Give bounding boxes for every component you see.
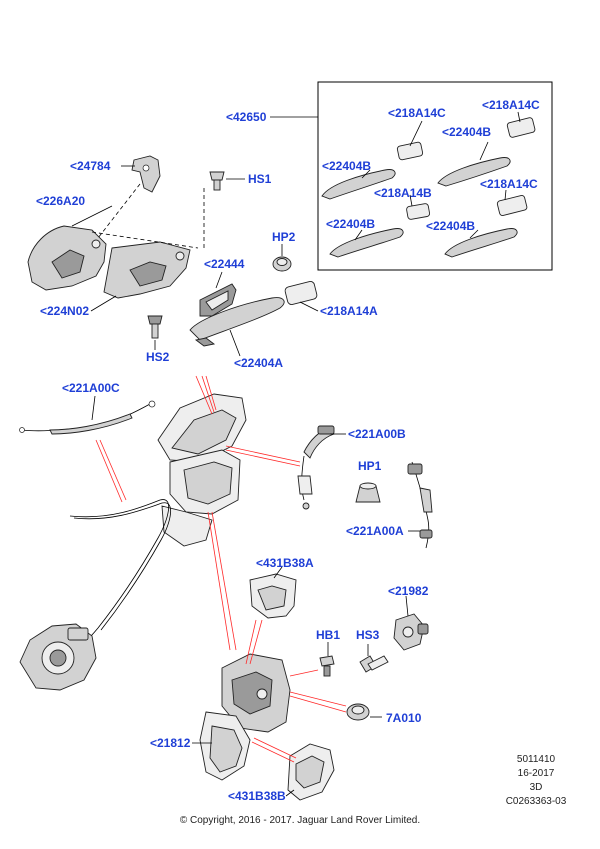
leader-226A20 (71, 205, 113, 227)
screw-HS3 (359, 655, 389, 673)
plug-HP1 (355, 482, 381, 503)
cable-221A00B (297, 425, 335, 510)
kit-leader-line (409, 120, 423, 147)
long-cable (73, 502, 171, 631)
label-HS2[interactable]: HS2 (146, 350, 170, 364)
leader-431B38A (273, 566, 283, 579)
screw-HS2 (147, 315, 163, 339)
kit-leader-line (517, 111, 521, 123)
label-221A00A[interactable]: <221A00A (346, 524, 404, 538)
label-431B38A[interactable]: <431B38A (256, 556, 314, 570)
leader-431B38B (285, 789, 295, 797)
kit-box (317, 81, 553, 271)
plug-HP2 (272, 256, 292, 272)
label-218A14C-a[interactable]: <218A14C (388, 106, 446, 120)
door-handle-housing (157, 393, 247, 547)
cable-221A00C (19, 400, 156, 435)
label-431B38B[interactable]: <431B38B (228, 789, 286, 803)
copyright-notice: © Copyright, 2016 - 2017. Jaguar Land Ro… (179, 815, 421, 826)
label-21812[interactable]: <21812 (150, 736, 191, 750)
ref-view: 3D (529, 782, 543, 793)
label-226A20[interactable]: <226A20 (36, 194, 86, 208)
label-HP2[interactable]: HP2 (272, 230, 296, 244)
label-24784[interactable]: <24784 (70, 159, 111, 173)
label-22404B-a[interactable]: <22404B (442, 125, 492, 139)
handle-frame-226A20 (27, 225, 191, 299)
label-HB1[interactable]: HB1 (316, 628, 341, 642)
label-22444[interactable]: <22444 (204, 257, 245, 271)
kit-leader-line (361, 169, 371, 179)
bracket-24784 (131, 155, 161, 193)
label-221A00C[interactable]: <221A00C (62, 381, 120, 395)
leader-224N02 (90, 295, 117, 312)
label-22404A[interactable]: <22404A (234, 356, 284, 370)
long-cable (69, 499, 169, 653)
leader-22444 (215, 271, 223, 289)
label-21982[interactable]: <21982 (388, 584, 429, 598)
cap-7A010 (346, 703, 370, 721)
cable-221A00A (407, 461, 433, 549)
actuator-motor (19, 623, 97, 691)
ref-date: 16-2017 (517, 768, 555, 779)
label-218A14C-c[interactable]: <218A14C (480, 177, 538, 191)
seal-22444 (199, 283, 237, 317)
label-22404B-c[interactable]: <22404B (326, 217, 376, 231)
screw-HS1 (209, 171, 225, 191)
label-22404B-b[interactable]: <22404B (322, 159, 372, 173)
cap-218A14A (284, 281, 318, 305)
kit-leader-line (504, 189, 507, 201)
label-HS3[interactable]: HS3 (356, 628, 380, 642)
kit-leader-line (354, 229, 363, 241)
label-22404B-d[interactable]: <22404B (426, 219, 476, 233)
label-7A010[interactable]: 7A010 (386, 711, 422, 725)
label-HS1[interactable]: HS1 (248, 172, 272, 186)
label-42650[interactable]: <42650 (226, 110, 267, 124)
label-218A14C-b[interactable]: <218A14C (482, 98, 540, 112)
ref-number: 5011410 (516, 754, 556, 765)
kit-leader-line (479, 141, 489, 161)
assembly-dash (91, 231, 199, 249)
red-leaders (95, 375, 347, 763)
bolt-HB1 (319, 655, 335, 677)
kit-leader-line (469, 229, 479, 239)
handle-22404A (189, 297, 285, 347)
kit-leader-line (409, 194, 413, 207)
label-218A14A[interactable]: <218A14A (320, 304, 378, 318)
leader-21982 (405, 595, 409, 617)
label-221A00B[interactable]: <221A00B (348, 427, 406, 441)
leader-22404A (229, 329, 241, 357)
assembly-dash (97, 183, 141, 239)
label-218A14B[interactable]: <218A14B (374, 186, 432, 200)
cover-431B38B (287, 743, 335, 801)
kit-handle-1 (321, 141, 424, 200)
leader-218A14A (299, 301, 319, 312)
leader-221A00C (91, 395, 96, 421)
label-224N02[interactable]: <224N02 (40, 304, 90, 318)
ref-code: C0263363-03 (505, 796, 567, 807)
cover-431B38A (249, 573, 297, 619)
bracket-21982 (393, 613, 429, 651)
label-HP1[interactable]: HP1 (358, 459, 382, 473)
kit-handle-2 (437, 117, 536, 187)
latch-21812 (199, 653, 291, 781)
kit-handle-4 (444, 195, 528, 258)
